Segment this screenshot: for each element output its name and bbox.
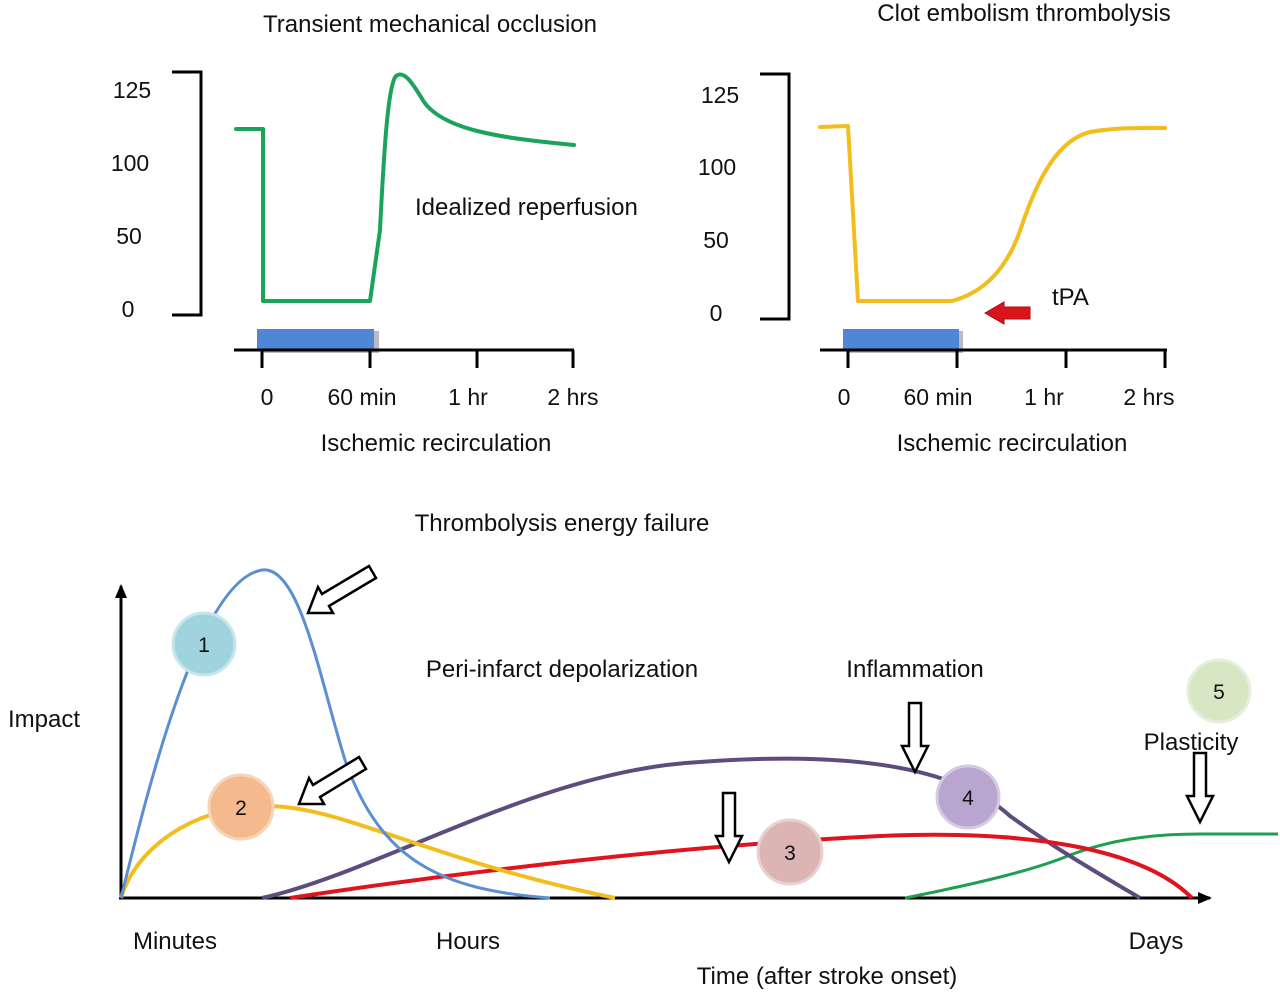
phase-marker-1: 1 <box>171 611 237 677</box>
energy-failure-yellow-curve <box>119 803 616 900</box>
hollow-arrow-icon-3 <box>713 791 745 865</box>
phase-marker-3: 3 <box>756 818 824 886</box>
cbf-curve-left <box>234 72 576 303</box>
phase-number-5: 5 <box>1213 681 1225 704</box>
phase-circle-1 <box>171 611 237 677</box>
occlusion-bar-left <box>257 329 374 350</box>
x-tick-left-1hr: 1 hr <box>448 384 488 410</box>
phase-label-3: Peri-infarct depolarization <box>426 656 698 683</box>
x-tick-left-0: 0 <box>261 384 274 410</box>
phase-number-3: 3 <box>784 842 796 865</box>
panel-title-right: Clot embolism thrombolysis <box>877 0 1170 27</box>
phase-circle-2 <box>207 773 275 841</box>
phase-circle-3 <box>756 818 824 886</box>
annotation-tpa: tPA <box>1052 284 1089 311</box>
y-tick-left-0: 0 <box>122 296 135 322</box>
y-tick-right-0: 0 <box>710 300 723 326</box>
y-label-impact: Impact <box>8 706 80 733</box>
panel-title-left: Transient mechanical occlusion <box>263 11 597 38</box>
phase-label-5: Plasticity <box>1144 729 1239 756</box>
inflammation-curve <box>261 756 1142 900</box>
phase-circle-5 <box>1186 658 1252 724</box>
phase-marker-4: 4 <box>935 764 1001 830</box>
phase-marker-5: 5 <box>1186 658 1252 724</box>
y-tick-right-100: 100 <box>698 154 736 180</box>
x-tick-left-2hrs: 2 hrs <box>547 384 598 410</box>
hollow-arrow-icon-4 <box>899 701 931 775</box>
phase-label-1: Thrombolysis energy failure <box>415 510 710 537</box>
occlusion-bar-right <box>843 329 959 350</box>
panel-transient-occlusion: Transient mechanical occlusion 125 100 5… <box>111 11 638 457</box>
phase-number-4: 4 <box>962 787 974 810</box>
phase-label-4: Inflammation <box>846 656 983 683</box>
hollow-arrow-icon-2 <box>297 755 368 806</box>
y-axis-left <box>172 70 203 317</box>
x-tick-right-2hrs: 2 hrs <box>1123 384 1174 410</box>
x-tick-days: Days <box>1129 928 1184 955</box>
plasticity-curve <box>904 832 1278 900</box>
y-tick-left-100: 100 <box>111 150 149 176</box>
x-tick-right-60min: 60 min <box>903 384 972 410</box>
x-tick-hours: Hours <box>436 928 500 955</box>
x-label-left: Ischemic recirculation <box>321 430 552 457</box>
x-tick-right-0: 0 <box>838 384 851 410</box>
panel-clot-thrombolysis: Clot embolism thrombolysis 125 100 50 0 … <box>698 0 1175 457</box>
phase-number-1: 1 <box>198 634 210 657</box>
tpa-arrow-icon <box>984 301 1031 325</box>
cbf-curve-right <box>818 124 1167 303</box>
y-axis-right <box>760 72 791 321</box>
panel-stroke-timeline: Thrombolysis energy failure Peri-infarct… <box>8 510 1278 990</box>
y-tick-right-125: 125 <box>701 82 739 108</box>
x-tick-left-60min: 60 min <box>327 384 396 410</box>
phase-number-2: 2 <box>235 797 247 820</box>
phase-circle-4 <box>935 764 1001 830</box>
energy-failure-blue-curve <box>119 568 551 900</box>
hollow-arrow-icon-5 <box>1184 751 1216 825</box>
annotation-idealized-reperfusion: Idealized reperfusion <box>415 194 638 221</box>
y-tick-left-50: 50 <box>116 223 142 249</box>
x-label-time: Time (after stroke onset) <box>697 963 958 990</box>
hollow-arrow-icon-1 <box>306 564 378 615</box>
x-tick-right-1hr: 1 hr <box>1024 384 1064 410</box>
phase-marker-2: 2 <box>207 773 275 841</box>
x-label-right: Ischemic recirculation <box>897 430 1128 457</box>
y-tick-right-50: 50 <box>703 227 729 253</box>
x-tick-minutes: Minutes <box>133 928 217 955</box>
y-tick-left-125: 125 <box>113 77 151 103</box>
